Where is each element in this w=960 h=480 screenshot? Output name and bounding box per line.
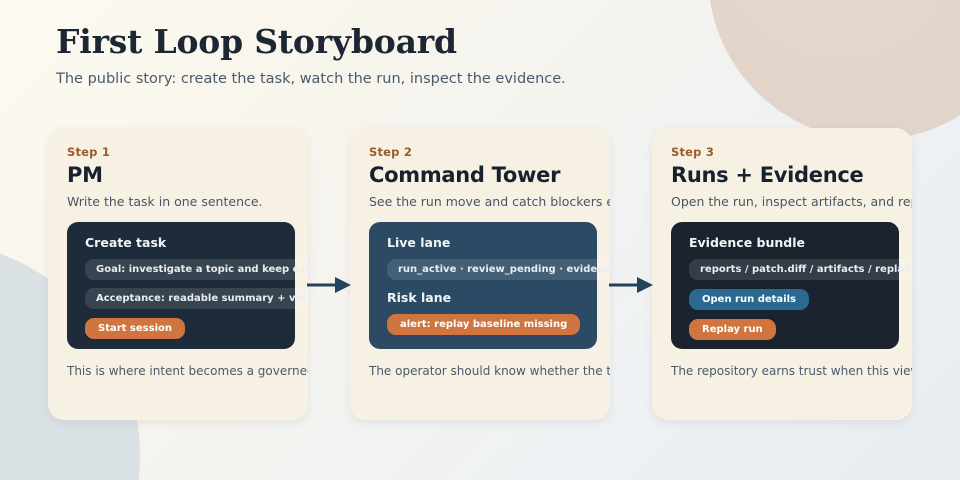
card-content: Step 1 PM Write the task in one sentence…: [67, 145, 308, 378]
card-footnote: The operator should know whether the tas…: [369, 364, 610, 378]
card-description: See the run move and catch blockers earl…: [369, 194, 610, 209]
risk-lane-heading: Risk lane: [387, 290, 452, 305]
storyboard-card-row: Step 1 PM Write the task in one sentence…: [48, 128, 960, 420]
page-subtitle: The public story: create the task, watch…: [56, 71, 566, 88]
artifacts-chip: reports / patch.diff / artifacts / repla…: [689, 259, 912, 280]
panel-heading: Evidence bundle: [689, 235, 805, 250]
panel-heading: Create task: [85, 235, 167, 250]
step-label: Step 3: [671, 145, 715, 159]
open-run-details-button[interactable]: Open run details: [689, 289, 809, 310]
lanes-panel: Live lane run_active · review_pending · …: [369, 222, 610, 349]
card-content: Step 3 Runs + Evidence Open the run, ins…: [671, 145, 912, 378]
create-task-panel: Create task Goal: investigate a topic an…: [67, 222, 308, 349]
card-title: PM: [67, 163, 103, 187]
card-footnote: This is where intent becomes a governed …: [67, 364, 308, 378]
goal-chip: Goal: investigate a topic and keep evide…: [85, 259, 308, 280]
arrow-step2-to-step3-icon: [609, 277, 653, 293]
decorative-circle-warm: [708, 0, 960, 140]
evidence-bundle-panel: Evidence bundle reports / patch.diff / a…: [671, 222, 912, 349]
page-header: First Loop Storyboard The public story: …: [56, 22, 566, 88]
storyboard-card-step-2[interactable]: Step 2 Command Tower See the run move an…: [350, 128, 610, 420]
live-lane-heading: Live lane: [387, 235, 451, 250]
step-label: Step 1: [67, 145, 111, 159]
card-description: Open the run, inspect artifacts, and rep…: [671, 194, 912, 209]
card-title: Command Tower: [369, 163, 561, 187]
arrow-step1-to-step2-icon: [307, 277, 351, 293]
replay-run-button[interactable]: Replay run: [689, 319, 776, 340]
step-label: Step 2: [369, 145, 413, 159]
storyboard-card-step-1[interactable]: Step 1 PM Write the task in one sentence…: [48, 128, 308, 420]
acceptance-chip: Acceptance: readable summary + verifiabl…: [85, 288, 308, 309]
card-title: Runs + Evidence: [671, 163, 864, 187]
storyboard-card-step-3[interactable]: Step 3 Runs + Evidence Open the run, ins…: [652, 128, 912, 420]
risk-alert-badge[interactable]: alert: replay baseline missing: [387, 314, 581, 335]
live-lane-states-chip: run_active · review_pending · evidence_w…: [387, 259, 610, 280]
start-session-button[interactable]: Start session: [85, 318, 185, 339]
card-footnote: The repository earns trust when this vie…: [671, 364, 912, 378]
card-description: Write the task in one sentence.: [67, 194, 263, 209]
card-content: Step 2 Command Tower See the run move an…: [369, 145, 610, 378]
page-title: First Loop Storyboard: [56, 22, 457, 61]
